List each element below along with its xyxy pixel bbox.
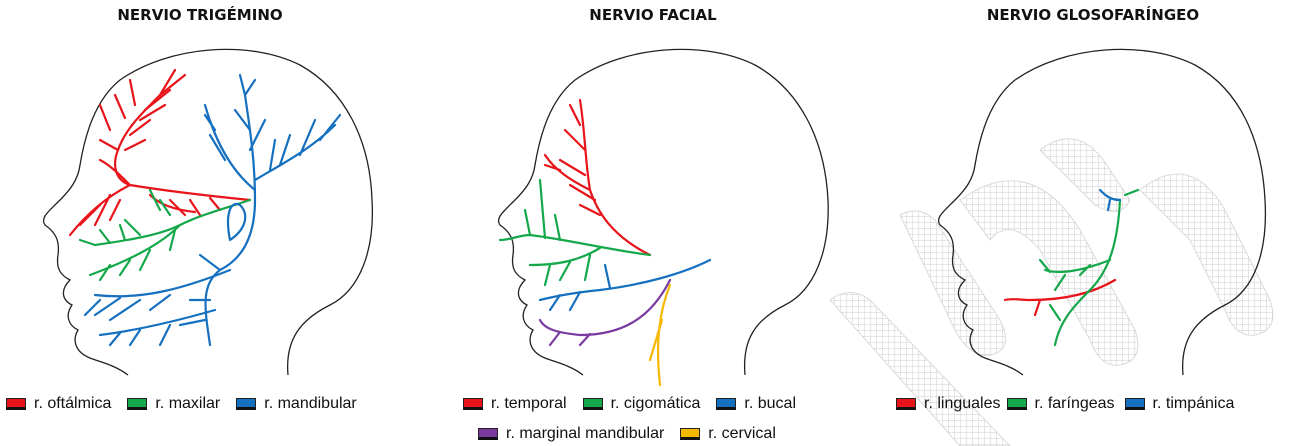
head-outline-facial bbox=[498, 49, 828, 375]
legend-swatch-green bbox=[1007, 398, 1027, 410]
legend-item: r. timpánica bbox=[1125, 395, 1235, 413]
legend-item: r. mandibular bbox=[236, 395, 357, 413]
branches-cervical bbox=[650, 285, 670, 385]
legend-label: r. cigomática bbox=[611, 395, 701, 413]
legend-swatch-red bbox=[896, 398, 916, 410]
legend-label: r. temporal bbox=[491, 395, 567, 413]
legend-glosofaringeo: r. linguales r. faríngeas r. timpánica bbox=[896, 395, 1234, 413]
legend-label: r. mandibular bbox=[264, 395, 357, 413]
legend-label: r. cervical bbox=[708, 425, 776, 443]
legend-label: r. faríngeas bbox=[1035, 395, 1115, 413]
branches-temporal bbox=[545, 100, 650, 255]
legend-label: r. oftálmica bbox=[34, 395, 111, 413]
branches-cigomatica bbox=[500, 180, 650, 285]
legend-facial-row2: r. marginal mandibular r. cervical bbox=[478, 425, 792, 443]
legend-item: r. maxilar bbox=[127, 395, 220, 413]
legend-swatch-blue bbox=[236, 398, 256, 410]
legend-facial-row1: r. temporal r. cigomática r. bucal bbox=[463, 395, 812, 413]
branches-linguales bbox=[1005, 280, 1115, 315]
legend-swatch-red bbox=[463, 398, 483, 410]
legend-swatch-red bbox=[6, 398, 26, 410]
legend-item: r. cervical bbox=[680, 425, 776, 443]
legend-item: r. marginal mandibular bbox=[478, 425, 664, 443]
legend-item: r. temporal bbox=[463, 395, 567, 413]
legend-swatch-yellow bbox=[680, 428, 700, 440]
legend-item: r. faríngeas bbox=[1007, 395, 1115, 413]
legend-label: r. linguales bbox=[924, 395, 1001, 413]
legend-swatch-purple bbox=[478, 428, 498, 440]
legend-item: r. linguales bbox=[896, 395, 1001, 413]
head-outline-glosofaringeo bbox=[938, 49, 1265, 375]
legend-swatch-blue bbox=[1125, 398, 1145, 410]
legend-trigemino: r. oftálmica r. maxilar r. mandibular bbox=[6, 395, 373, 413]
legend-label: r. timpánica bbox=[1153, 395, 1235, 413]
legend-swatch-green bbox=[583, 398, 603, 410]
legend-item: r. oftálmica bbox=[6, 395, 111, 413]
legend-item: r. bucal bbox=[716, 395, 796, 413]
legend-swatch-blue bbox=[716, 398, 736, 410]
legend-label: r. bucal bbox=[744, 395, 796, 413]
legend-swatch-green bbox=[127, 398, 147, 410]
legend-label: r. marginal mandibular bbox=[506, 425, 664, 443]
branches-timpanica bbox=[1100, 190, 1120, 210]
branches-faringeas bbox=[1040, 190, 1138, 345]
branches-bucal bbox=[540, 260, 710, 310]
legend-item: r. cigomática bbox=[583, 395, 701, 413]
legend-label: r. maxilar bbox=[155, 395, 220, 413]
